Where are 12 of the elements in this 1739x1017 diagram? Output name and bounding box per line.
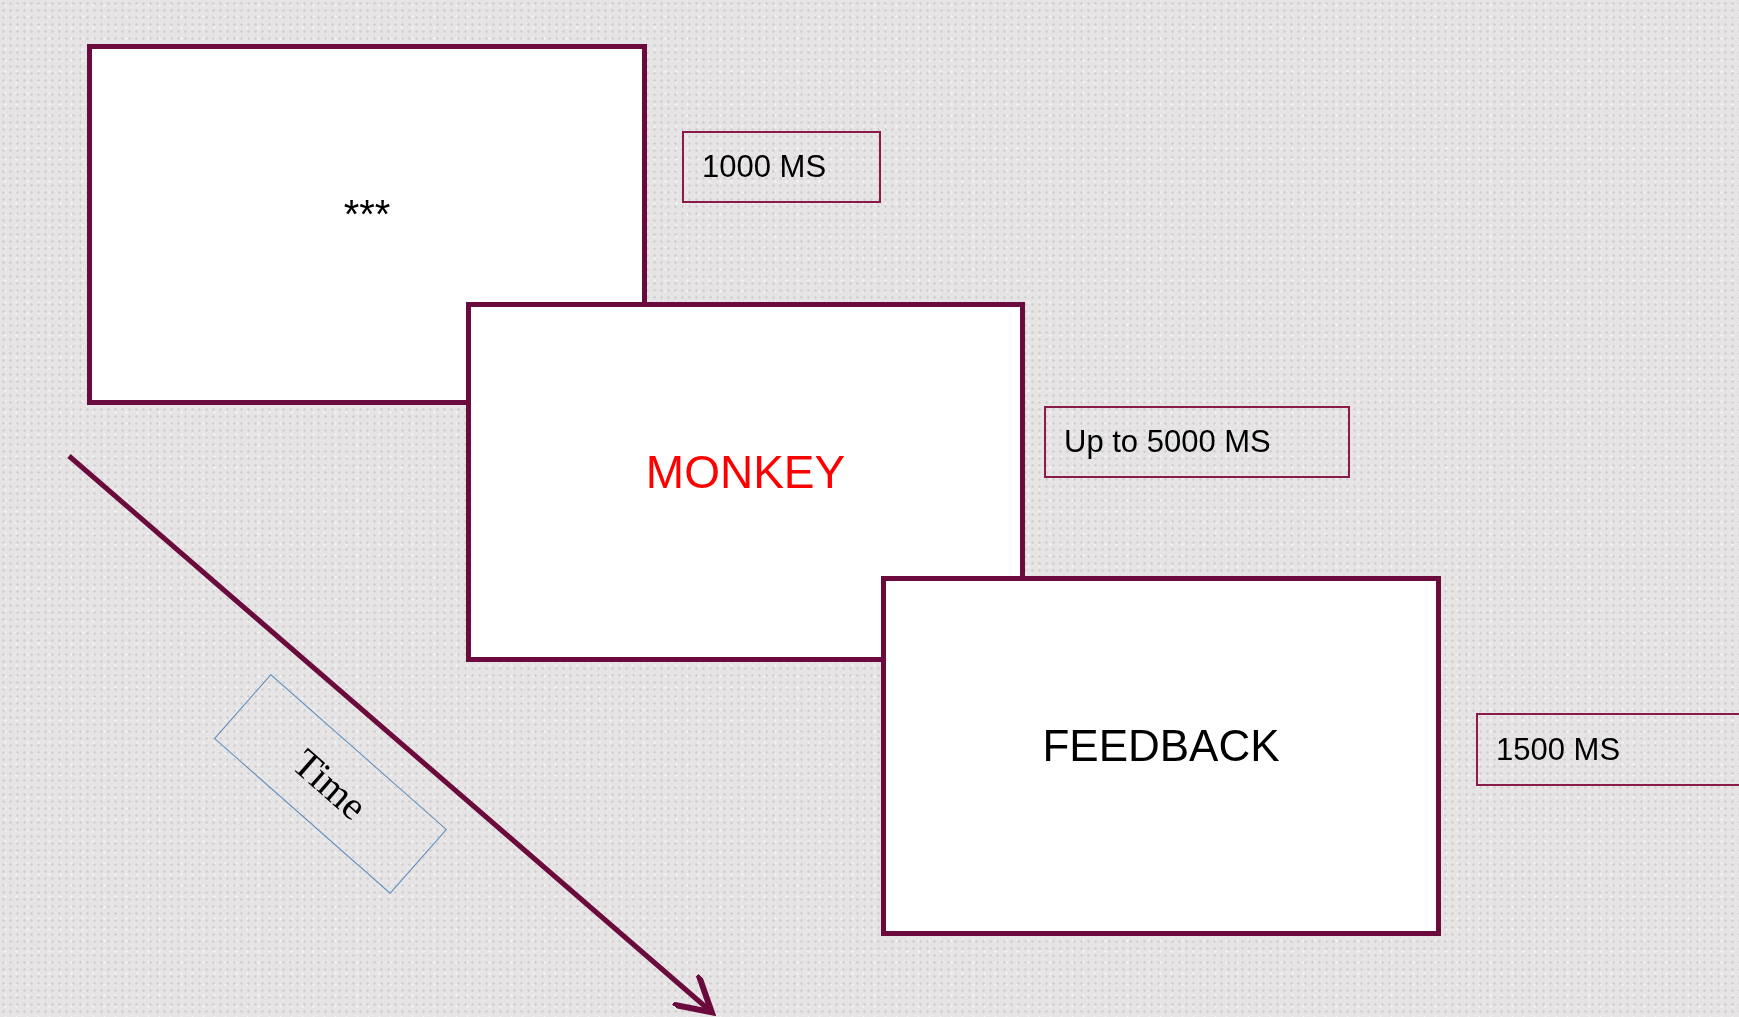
duration-label: 1500 MS [1496, 731, 1621, 768]
stimulus-screen [466, 302, 1025, 662]
duration-box [1044, 406, 1350, 478]
duration-label: Up to 5000 MS [1064, 424, 1271, 460]
duration-box [1476, 713, 1739, 786]
stimulus-text: FEEDBACK [1042, 721, 1280, 771]
stimulus-text: MONKEY [645, 445, 846, 499]
duration-label: 1000 MS [702, 149, 827, 185]
stimulus-screen [87, 44, 647, 405]
stimulus-screen [881, 576, 1441, 936]
duration-box [682, 131, 881, 203]
stimulus-text: *** [343, 192, 391, 237]
